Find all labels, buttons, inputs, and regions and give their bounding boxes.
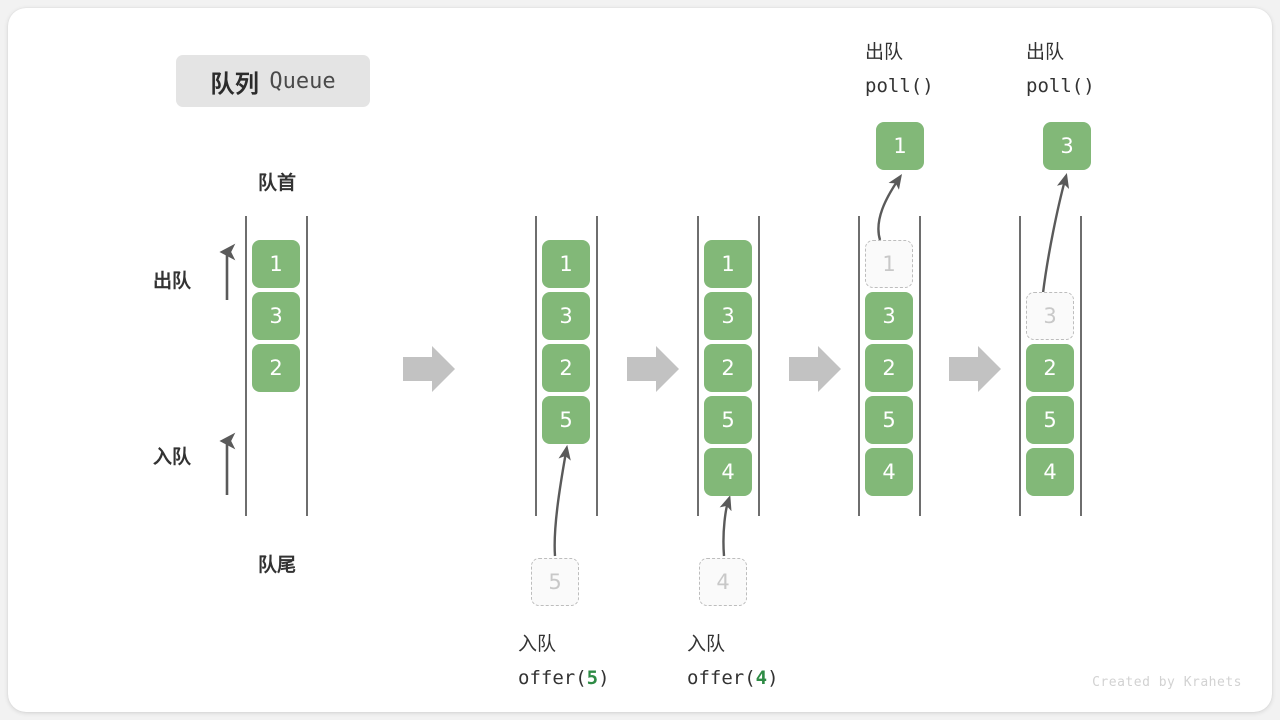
queue-column-after-poll-1: 1 3 2 5 4 [865,240,913,496]
title-badge: 队列 Queue [176,55,370,107]
queue-head-label: 队首 [257,173,296,194]
enqueue-fn-close: ) [767,666,779,689]
enqueue-caption-code: offer(5) [518,662,610,696]
enqueue-caption-5: 入队 offer(5) [518,628,610,696]
queue-cell[interactable]: 3 [865,292,913,340]
enqueue-side-label: 入队 [153,447,192,468]
dequeue-header-3: 出队 poll() [1026,36,1095,104]
title-en: Queue [269,68,336,94]
queue-rails [245,216,1082,516]
queue-cell[interactable]: 3 [252,292,300,340]
dequeue-header-cn: 出队 [1026,42,1065,63]
queue-cell[interactable]: 3 [704,292,752,340]
step-arrow-2 [627,346,679,392]
dequeue-arrow-3 [1041,173,1070,294]
queue-cell[interactable]: 4 [865,448,913,496]
enqueue-caption-4: 入队 offer(4) [687,628,779,696]
queue-cell[interactable]: 5 [704,396,752,444]
queue-cell[interactable]: 2 [542,344,590,392]
dequeue-header-1: 出队 poll() [865,36,934,104]
queue-column-after-offer-4: 1 3 2 5 4 [704,240,752,496]
enqueue-curve-arrows [553,444,732,557]
step-arrow-3 [789,346,841,392]
queue-cell[interactable]: 2 [865,344,913,392]
queue-cell[interactable]: 4 [1026,448,1074,496]
queue-tail-label: 队尾 [257,555,296,576]
dequeue-curve-arrows [877,173,1070,294]
queue-cell[interactable]: 3 [542,292,590,340]
enqueue-caption-cn: 入队 [518,634,557,655]
popped-value-box[interactable]: 1 [876,122,924,170]
enqueue-fn-name: offer( [518,666,587,689]
queue-cell[interactable]: 2 [252,344,300,392]
enqueue-arrow-4 [719,495,732,557]
queue-cell[interactable]: 5 [1026,396,1074,444]
queue-cell-removed[interactable]: 1 [865,240,913,288]
watermark: Created by Krahets [1092,675,1242,690]
title-cn: 队列 [210,70,260,98]
queue-cell[interactable]: 5 [542,396,590,444]
queue-cell[interactable]: 2 [1026,344,1074,392]
enqueue-fn-arg: 5 [586,666,599,689]
queue-cell[interactable]: 5 [865,396,913,444]
queue-cell[interactable]: 2 [704,344,752,392]
enqueue-fn-name: offer( [687,666,756,689]
popped-value-box[interactable]: 3 [1043,122,1091,170]
queue-cell[interactable]: 1 [252,240,300,288]
step-arrows [403,346,1001,392]
enqueue-fn-arg: 4 [755,666,768,689]
diagram-card: 队列 Queue 队首 队尾 出队 入队 1 3 2 1 3 2 5 5 入队 … [8,8,1272,712]
enqueue-caption-code: offer(4) [687,662,779,696]
incoming-value-box[interactable]: 5 [531,558,579,606]
enqueue-arrow-5 [553,444,571,557]
step-arrow-4 [949,346,1001,392]
queue-cell[interactable]: 1 [704,240,752,288]
dequeue-side-label: 出队 [153,271,192,292]
dequeue-header-code: poll() [865,74,934,97]
queue-cell-removed[interactable]: 3 [1026,292,1074,340]
queue-column-after-poll-3: 3 2 5 4 [1026,292,1074,496]
enqueue-caption-cn: 入队 [687,634,726,655]
dequeue-arrow-1 [877,174,902,241]
diagram-vector-layer [219,173,1082,557]
dequeue-header-code: poll() [1026,74,1095,97]
queue-column-initial: 1 3 2 [252,240,300,392]
queue-cell[interactable]: 1 [542,240,590,288]
queue-column-after-offer-5: 1 3 2 5 [542,240,590,444]
enqueue-fn-close: ) [598,666,610,689]
queue-cell[interactable]: 4 [704,448,752,496]
dequeue-header-cn: 出队 [865,42,904,63]
step-arrow-1 [403,346,455,392]
incoming-value-box[interactable]: 4 [699,558,747,606]
